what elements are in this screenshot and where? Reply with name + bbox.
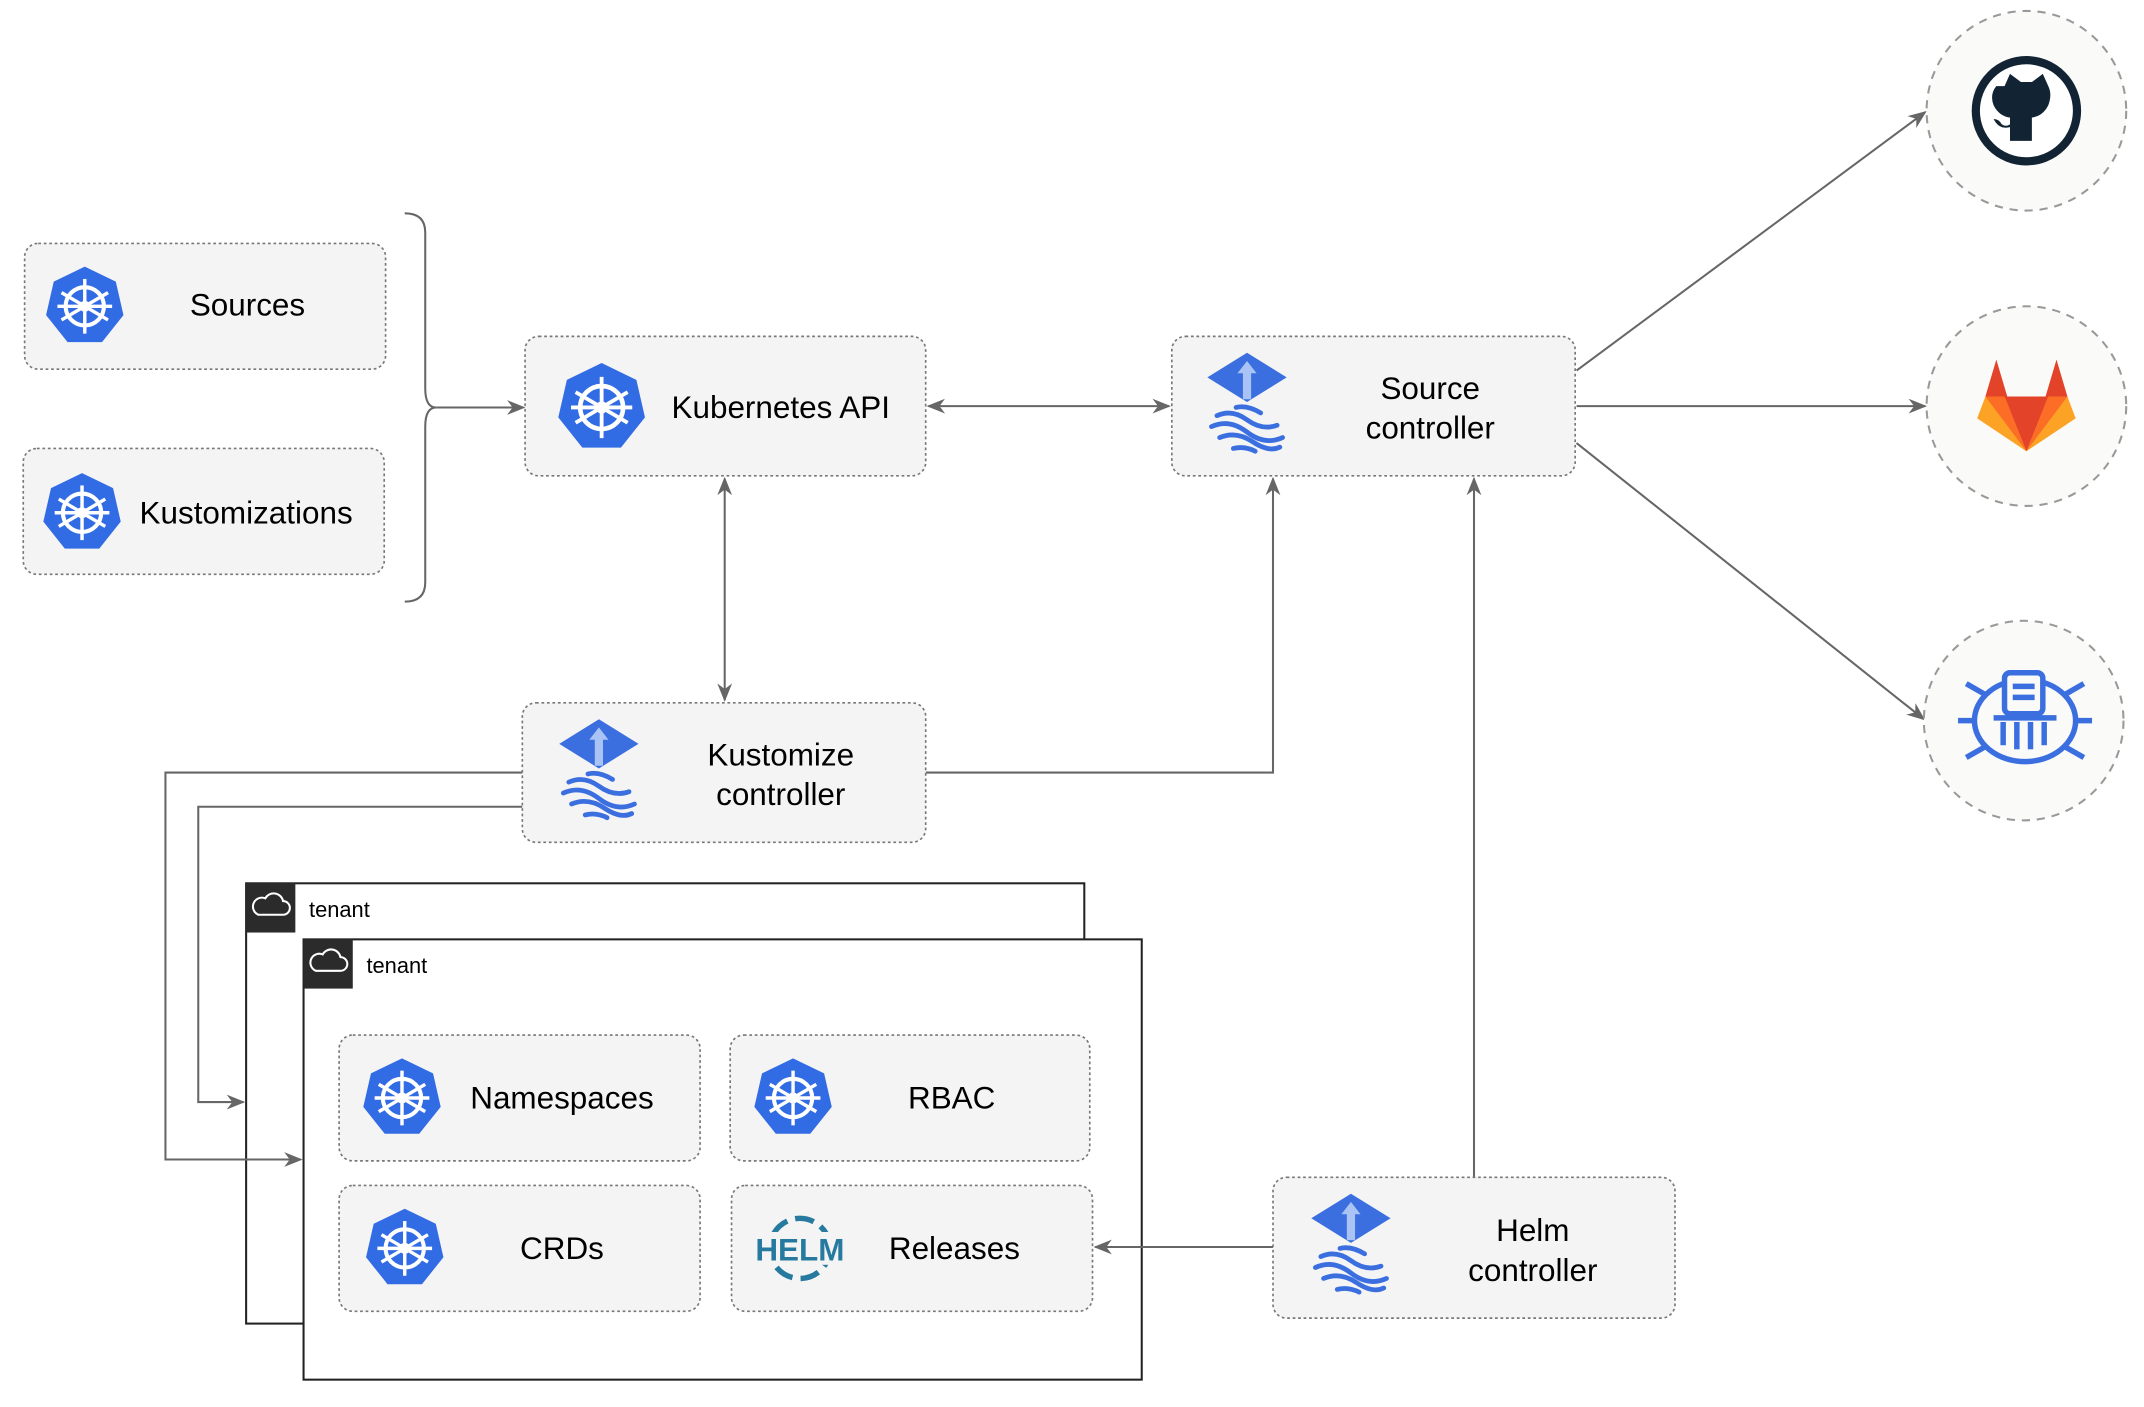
gitlab-source[interactable] (1925, 305, 2128, 507)
node-label: controller (1468, 1253, 1597, 1288)
node-crds[interactable]: CRDs (338, 1184, 701, 1313)
node-releases[interactable]: HELM Releases (730, 1184, 1094, 1313)
edge-source-to-github (1575, 111, 1927, 372)
node-kustomize-controller[interactable]: Kustomize controller (521, 701, 927, 844)
svg-text:HELM: HELM (755, 1232, 844, 1267)
node-label: Sources (190, 287, 305, 322)
node-label: controller (716, 777, 845, 812)
github-source[interactable] (1925, 9, 2128, 212)
github-icon (1971, 56, 2082, 166)
node-kubernetes-api[interactable]: Kubernetes API (524, 335, 927, 477)
node-label: Kustomizations (140, 495, 353, 530)
node-label: CRDs (520, 1231, 604, 1266)
edge-kustomize-to-source (925, 476, 1281, 774)
edge-source-to-registry (1575, 442, 1926, 721)
node-helm-controller[interactable]: Helm controller (1272, 1176, 1676, 1319)
node-label: Source (1380, 371, 1480, 406)
node-label: Releases (889, 1231, 1020, 1266)
tenant-label: tenant (366, 953, 427, 978)
node-label: Kubernetes API (672, 390, 890, 425)
helm-icon: HELM (755, 1215, 847, 1282)
node-rbac[interactable]: RBAC (729, 1034, 1091, 1162)
edge-kustomize-to-tenant-back (197, 805, 523, 1110)
registry-source[interactable] (1922, 619, 2125, 822)
gitlab-icon (1977, 359, 2076, 452)
edge-kustomize-to-tenant-front (164, 771, 523, 1167)
harbor-registry-icon (1958, 670, 2093, 765)
node-source-controller[interactable]: Source controller (1170, 335, 1577, 477)
tenant-label: tenant (309, 897, 370, 922)
brace-connector (404, 212, 437, 603)
node-namespaces[interactable]: Namespaces (338, 1034, 701, 1162)
node-sources[interactable]: Sources (23, 242, 387, 371)
node-label: Namespaces (470, 1080, 653, 1115)
node-label: Kustomize (707, 737, 854, 772)
node-label: Helm (1496, 1213, 1569, 1248)
node-label: controller (1366, 410, 1495, 445)
node-kustomizations[interactable]: Kustomizations (22, 447, 386, 576)
node-label: RBAC (908, 1080, 995, 1115)
